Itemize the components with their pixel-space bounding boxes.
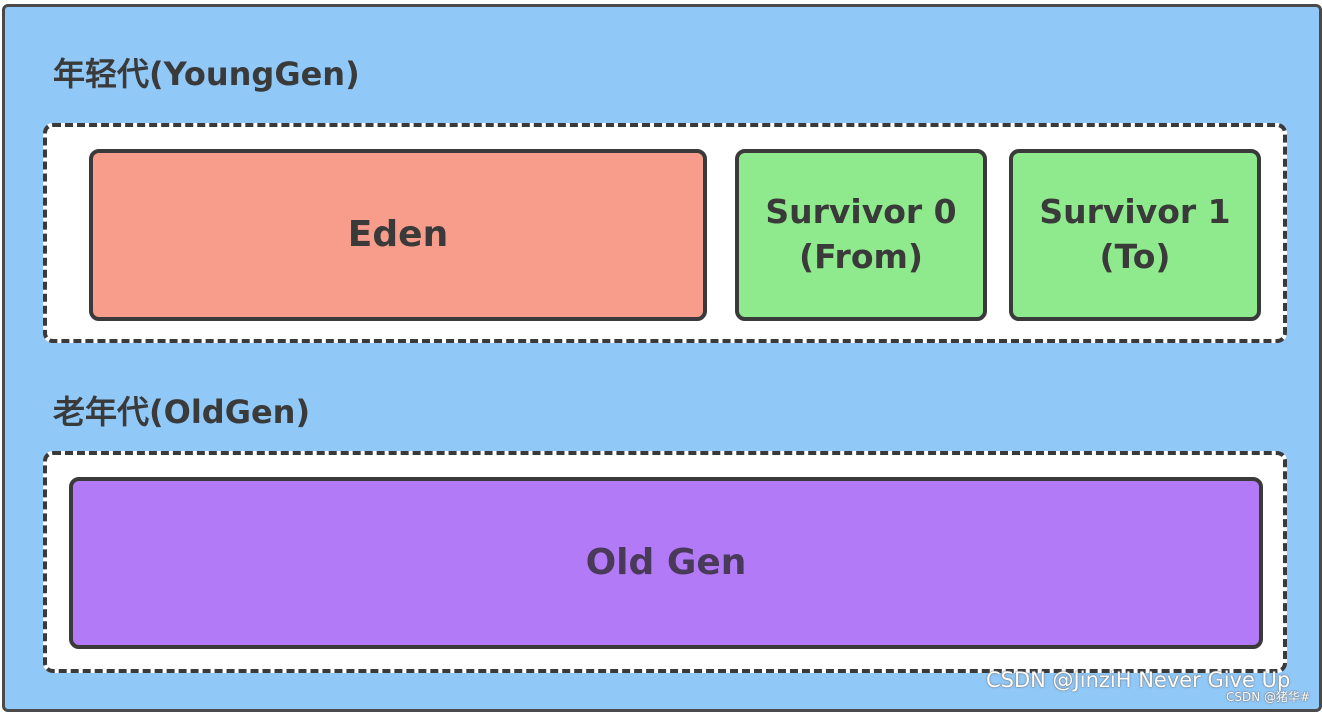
young-gen-title: 年轻代(YoungGen) bbox=[53, 55, 360, 93]
old-gen-title: 老年代(OldGen) bbox=[53, 393, 311, 431]
survivor-1-label: Survivor 1 bbox=[1039, 192, 1231, 232]
watermark-sub: CSDN @猪华# bbox=[1226, 690, 1311, 704]
survivor-0-label: Survivor 0 bbox=[765, 192, 957, 232]
old-gen-region: Old Gen bbox=[69, 477, 1263, 649]
eden-region: Eden bbox=[89, 149, 707, 321]
survivor-0-region: Survivor 0 (From) bbox=[735, 149, 987, 321]
survivor-0-sublabel: (From) bbox=[799, 237, 923, 276]
survivor-1-sublabel: (To) bbox=[1099, 237, 1171, 276]
survivor-1-region: Survivor 1 (To) bbox=[1009, 149, 1261, 321]
old-gen-label: Old Gen bbox=[585, 541, 747, 583]
watermark-main: CSDN @JinziH Never Give Up bbox=[986, 668, 1291, 692]
old-gen-container: Old Gen bbox=[43, 451, 1287, 673]
heap-diagram: 年轻代(YoungGen) Eden Survivor 0 (From) Sur… bbox=[2, 4, 1322, 712]
young-gen-container: Eden Survivor 0 (From) Survivor 1 (To) bbox=[43, 123, 1287, 343]
eden-label: Eden bbox=[347, 213, 449, 255]
